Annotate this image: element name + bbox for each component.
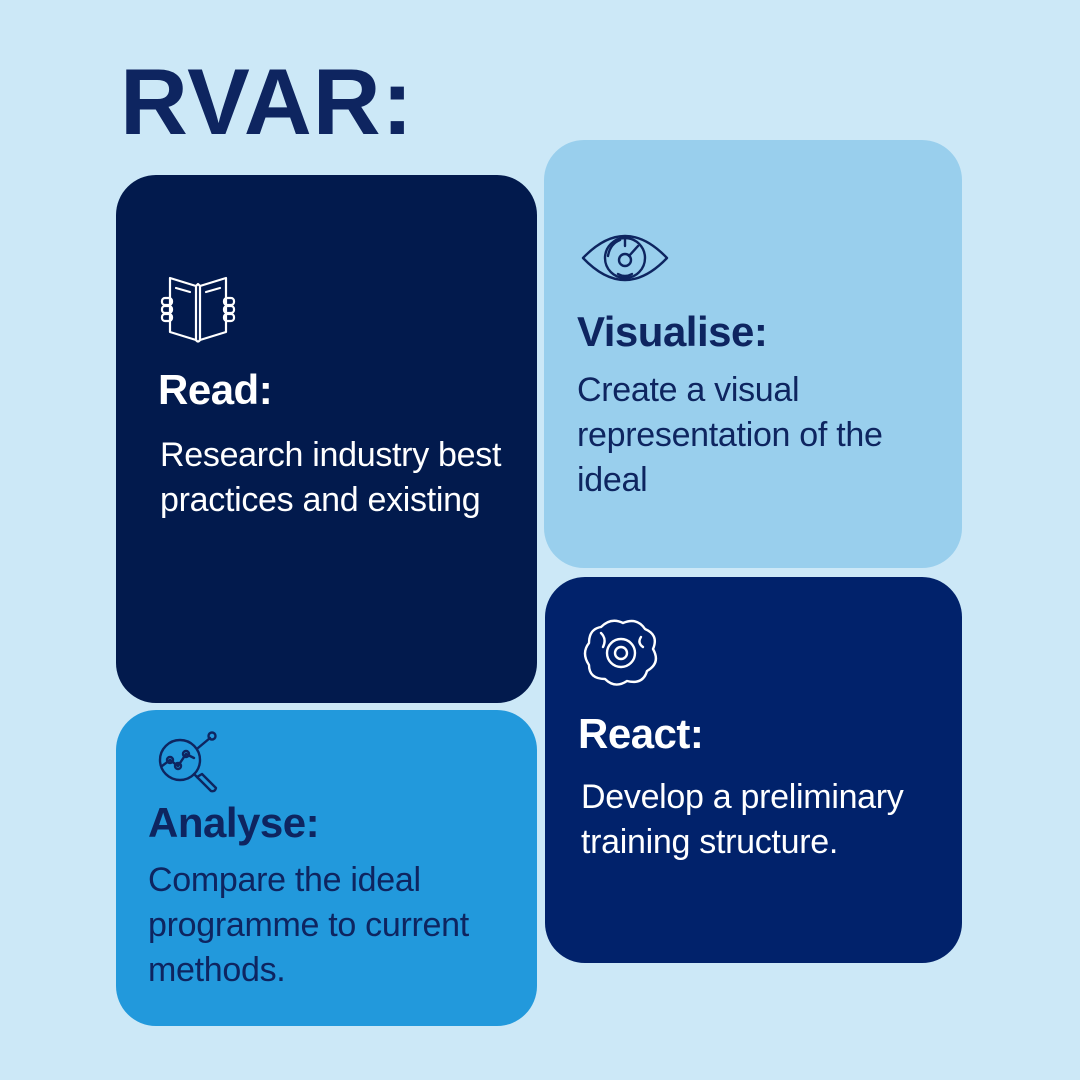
card-react-heading: React: [578, 710, 704, 757]
brain-target-icon [581, 617, 661, 694]
card-react: React: Develop a preliminary training st… [545, 577, 962, 963]
card-react-text: Develop a preliminary training structure… [581, 778, 904, 861]
open-book-icon [160, 272, 236, 349]
page-title: RVAR: [120, 49, 414, 154]
eye-icon [580, 230, 670, 291]
card-visualise: Visualise: Create a visual representatio… [544, 140, 962, 568]
card-analyse: Analyse: Compare the ideal programme to … [116, 710, 537, 1026]
card-read: Read: Research industry best practices a… [116, 175, 537, 703]
card-analyse-heading: Analyse: [148, 799, 320, 846]
magnifier-chart-icon [154, 730, 220, 801]
card-analyse-text: Compare the ideal programme to current m… [148, 861, 469, 989]
card-visualise-text: Create a visual representation of the id… [577, 371, 883, 499]
card-read-text: Research industry best practices and exi… [160, 436, 502, 519]
card-visualise-heading: Visualise: [577, 308, 768, 355]
card-read-heading: Read: [158, 366, 273, 413]
